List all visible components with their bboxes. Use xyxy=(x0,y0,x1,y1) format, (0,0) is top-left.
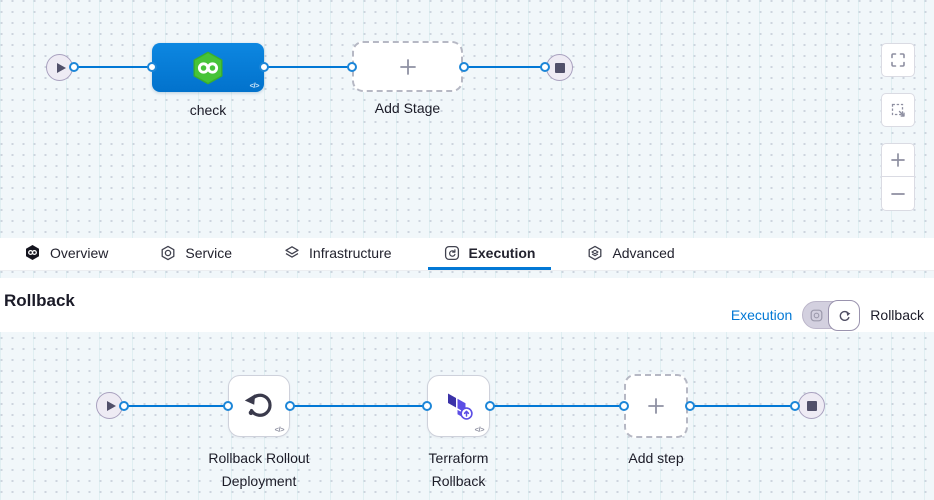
rollback-mode-label: Rollback xyxy=(870,307,924,323)
play-icon xyxy=(106,400,116,411)
section-title: Rollback xyxy=(4,291,75,310)
fullscreen-icon xyxy=(891,53,905,67)
rollback-start-node[interactable] xyxy=(96,392,123,419)
tab-infrastructure[interactable]: Infrastructure xyxy=(268,238,407,270)
edge-start-to-step1 xyxy=(124,405,228,407)
step1-label: Rollback Rollout Deployment xyxy=(208,450,310,489)
port[interactable] xyxy=(790,401,800,411)
plus-icon xyxy=(648,398,664,414)
rollback-end-node[interactable] xyxy=(798,392,825,419)
toggle-knob xyxy=(828,300,861,331)
rollback-mini-icon xyxy=(839,310,851,322)
step2-label: Terraform Rollback xyxy=(428,450,489,489)
add-stage-label: Add Stage xyxy=(374,100,441,116)
minus-icon xyxy=(891,192,905,195)
port[interactable] xyxy=(347,62,357,72)
tab-service[interactable]: Service xyxy=(144,238,248,270)
plus-icon xyxy=(399,58,416,75)
tab-overview[interactable]: Overview xyxy=(8,238,124,270)
edge-start-to-stage xyxy=(74,66,152,68)
pipeline-start-node[interactable] xyxy=(46,54,73,81)
tab-label: Service xyxy=(185,244,233,261)
zoom-out-button[interactable] xyxy=(881,177,915,211)
multi-select-button[interactable] xyxy=(881,93,915,127)
execution-mode-link[interactable]: Execution xyxy=(730,307,793,323)
mode-switcher: Execution Rollback xyxy=(730,300,924,331)
pipeline-end-node[interactable] xyxy=(546,54,573,81)
port[interactable] xyxy=(540,62,550,72)
fullscreen-button[interactable] xyxy=(881,43,915,77)
infrastructure-icon xyxy=(285,245,299,258)
zoom-in-button[interactable] xyxy=(881,143,915,177)
edge-stage-to-addstage xyxy=(264,66,352,68)
port[interactable] xyxy=(69,62,79,72)
stage-label: check xyxy=(189,102,227,118)
step-node-rollback-rollout[interactable]: </> xyxy=(228,375,290,437)
tab-execution[interactable]: Execution xyxy=(427,238,552,270)
rollback-section-header: Rollback Execution xyxy=(0,278,934,332)
stop-icon xyxy=(554,62,565,73)
execution-rollback-toggle[interactable] xyxy=(802,300,861,331)
port[interactable] xyxy=(147,62,157,72)
port[interactable] xyxy=(259,62,269,72)
code-icon: </> xyxy=(474,425,485,434)
service-icon xyxy=(161,245,175,260)
code-icon: </> xyxy=(274,425,285,434)
stage-node-check[interactable]: </> xyxy=(152,43,264,92)
execution-icon xyxy=(444,245,459,260)
port[interactable] xyxy=(685,401,695,411)
step-node-terraform-rollback[interactable]: </> xyxy=(427,375,490,437)
stop-icon xyxy=(806,400,817,411)
edge-step1-to-step2 xyxy=(290,405,427,407)
stage-canvas[interactable]: </> check Add Stage xyxy=(0,0,934,238)
tab-label: Overview xyxy=(50,244,109,261)
tab-label: Infrastructure xyxy=(309,244,392,261)
edge-addstep-to-end xyxy=(690,405,795,407)
add-step-button[interactable] xyxy=(624,374,688,438)
stage-tabbar: Overview Service Infrastructure Executio… xyxy=(0,238,934,271)
execution-mini-icon xyxy=(810,309,823,322)
marquee-select-icon xyxy=(891,103,905,117)
advanced-icon xyxy=(588,245,602,260)
terraform-icon xyxy=(447,393,473,420)
port[interactable] xyxy=(422,401,432,411)
zoom-controls xyxy=(881,143,915,211)
edge-addstage-to-end xyxy=(464,66,545,68)
tab-advanced[interactable]: Advanced xyxy=(571,238,690,270)
edge-step2-to-addstep xyxy=(490,405,624,407)
port[interactable] xyxy=(459,62,469,72)
port[interactable] xyxy=(119,401,129,411)
tab-label: Execution xyxy=(468,244,536,261)
add-stage-button[interactable] xyxy=(352,41,463,92)
port[interactable] xyxy=(223,401,233,411)
play-icon xyxy=(56,62,66,73)
port[interactable] xyxy=(285,401,295,411)
harness-ci-icon xyxy=(189,49,227,87)
plus-icon xyxy=(891,153,905,167)
harness-overview-icon xyxy=(26,245,39,260)
tab-label: Advanced xyxy=(612,244,675,261)
add-step-label: Add step xyxy=(628,450,684,466)
port[interactable] xyxy=(485,401,495,411)
code-icon: </> xyxy=(249,81,260,90)
port[interactable] xyxy=(619,401,629,411)
undo-rollback-icon xyxy=(244,393,272,417)
execution-rollback-canvas[interactable]: Rollback Execution xyxy=(0,271,934,500)
